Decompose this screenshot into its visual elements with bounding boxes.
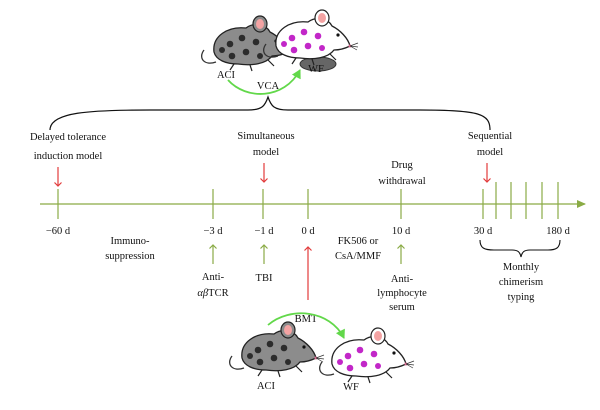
anti-lymphocyte-label-line3: serum [389, 302, 415, 313]
bottom-procedure-label: BMT [295, 314, 318, 325]
tick-label-zero: 0 d [301, 226, 315, 237]
anti-lymphocyte-label-line1: Anti- [391, 274, 414, 285]
monthly-label-line1: Monthly [503, 262, 540, 273]
anti-abtcr-suffix: TCR [208, 288, 228, 299]
tick-label-oneeighty: 180 d [546, 226, 570, 237]
bottom-wf-rat-icon [319, 327, 415, 384]
anti-abtcr-label-line1: Anti- [202, 272, 225, 283]
tick-label-minus60: −60 d [46, 226, 71, 237]
sequential-model-label-line2: model [477, 147, 503, 158]
bottom-recipient-label: WF [343, 382, 359, 393]
simultaneous-model-label-line2: model [253, 147, 279, 158]
top-procedure-label: VCA [257, 81, 280, 92]
top-donor-label: ACI [217, 70, 236, 81]
delayed-model-label-line1: Delayed tolerance [30, 132, 106, 143]
top-recipient-label: WF [308, 64, 324, 75]
top-wf-rat-icon [263, 9, 359, 72]
tbi-label: TBI [256, 273, 273, 284]
monthly-brace [479, 239, 561, 258]
simultaneous-model-label-line1: Simultaneous [237, 131, 294, 142]
anti-abtcr-greek: αβ [197, 288, 209, 299]
bottom-donor-label: ACI [257, 381, 276, 392]
delayed-model-label-line2: induction model [34, 151, 103, 162]
drug-withdrawal-label-line1: Drug [391, 160, 413, 171]
tick-label-minus1: −1 d [254, 226, 274, 237]
bottom-aci-rat-icon [229, 321, 325, 378]
top-vca-arrow [227, 69, 301, 95]
tick-label-minus3: −3 d [203, 226, 223, 237]
monthly-label-line2: chimerism [499, 277, 543, 288]
immunosuppression-label-line1: Immuno- [110, 236, 150, 247]
fk506-label-line2: CsA/MMF [335, 251, 381, 262]
drug-withdrawal-label-line2: withdrawal [378, 176, 425, 187]
tick-label-thirty: 30 d [474, 226, 493, 237]
anti-lymphocyte-label-line2: lymphocyte [377, 288, 427, 299]
model-brace [49, 95, 491, 131]
anti-abtcr-label-line2: αβTCR [197, 288, 228, 299]
bottom-bmt-arrow [267, 312, 345, 339]
tick-label-ten: 10 d [392, 226, 411, 237]
monthly-label-line3: typing [508, 292, 536, 303]
sequential-model-label-line1: Sequential [468, 131, 512, 142]
fk506-label-line1: FK506 or [338, 236, 379, 247]
immunosuppression-label-line2: suppression [105, 251, 155, 262]
